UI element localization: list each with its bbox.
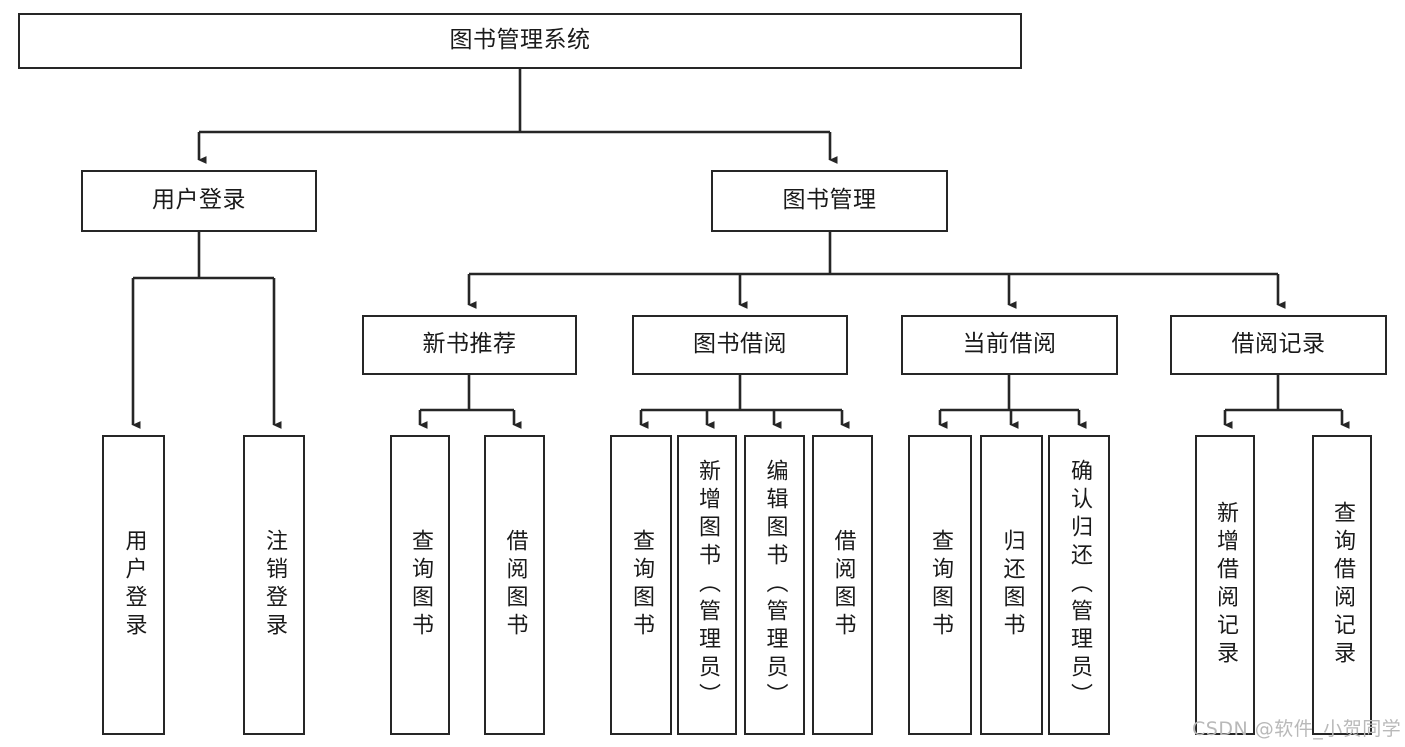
node-label: 用户登录	[121, 529, 147, 641]
node-leaf-query-book-2[interactable]: 查询图书	[610, 435, 672, 735]
node-label: 确认归还（管理员）	[1067, 459, 1092, 711]
node-leaf-borrow-book-2[interactable]: 借阅图书	[812, 435, 873, 735]
node-leaf-user-login[interactable]: 用户登录	[102, 435, 165, 735]
node-leaf-borrow-book-1[interactable]: 借阅图书	[484, 435, 545, 735]
node-label: 查询借阅记录	[1330, 501, 1355, 669]
node-leaf-add-book[interactable]: 新增图书（管理员）	[677, 435, 737, 735]
node-borrow-record[interactable]: 借阅记录	[1170, 315, 1387, 375]
node-label: 借阅记录	[1231, 331, 1326, 358]
node-leaf-query-book-3[interactable]: 查询图书	[908, 435, 972, 735]
node-label: 借阅图书	[502, 529, 528, 641]
node-new-book-rec[interactable]: 新书推荐	[362, 315, 577, 375]
node-label: 图书管理	[782, 187, 877, 214]
node-label: 注销登录	[262, 529, 287, 641]
node-label: 图书管理系统	[449, 27, 591, 54]
node-current-borrow[interactable]: 当前借阅	[901, 315, 1118, 375]
node-leaf-edit-book[interactable]: 编辑图书（管理员）	[744, 435, 805, 735]
csdn-watermark: CSDN @软件_小贺同学	[1192, 718, 1402, 740]
node-label: 归还图书	[999, 529, 1025, 641]
node-label: 编辑图书（管理员）	[762, 459, 788, 711]
node-leaf-query-book-1[interactable]: 查询图书	[390, 435, 450, 735]
node-root-system[interactable]: 图书管理系统	[18, 13, 1022, 69]
node-leaf-query-record[interactable]: 查询借阅记录	[1312, 435, 1372, 735]
node-label: 新增图书（管理员）	[695, 459, 720, 711]
node-label: 用户登录	[152, 187, 246, 214]
node-book-borrow[interactable]: 图书借阅	[632, 315, 848, 375]
node-label: 查询图书	[928, 529, 953, 641]
node-label: 图书借阅	[693, 331, 787, 358]
node-book-manage[interactable]: 图书管理	[711, 170, 948, 232]
node-label: 新书推荐	[422, 331, 517, 358]
node-leaf-logout[interactable]: 注销登录	[243, 435, 305, 735]
node-label: 借阅图书	[830, 529, 856, 641]
node-user-login[interactable]: 用户登录	[81, 170, 317, 232]
node-label: 当前借阅	[962, 331, 1057, 358]
node-label: 新增借阅记录	[1213, 501, 1238, 669]
node-leaf-confirm-return[interactable]: 确认归还（管理员）	[1048, 435, 1110, 735]
node-label: 查询图书	[629, 529, 654, 641]
node-label: 查询图书	[408, 529, 433, 641]
node-leaf-return-book[interactable]: 归还图书	[980, 435, 1043, 735]
node-leaf-add-record[interactable]: 新增借阅记录	[1195, 435, 1255, 735]
